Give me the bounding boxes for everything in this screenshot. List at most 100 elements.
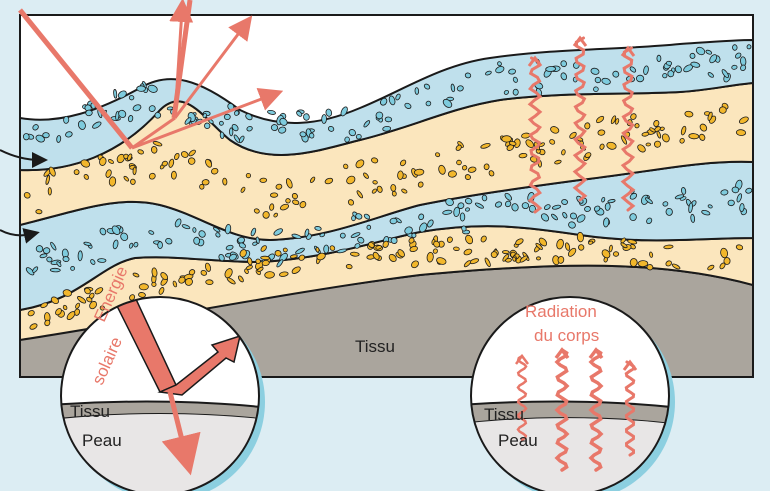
fiber-particle [724,257,730,264]
fiber-particle [667,70,674,77]
fiber-particle [246,173,250,177]
fiber-particle [747,44,752,49]
fiber-particle [732,45,737,51]
fiber-particle [448,170,457,177]
fiber-particle [264,271,274,278]
fiber-particle [561,199,568,205]
fiber-particle [630,258,637,266]
fiber-particle [56,135,61,142]
fiber-particle [397,171,403,180]
fiber-particle [194,237,200,244]
fiber-particle [78,251,83,261]
fiber-particle [36,209,43,214]
fiber-particle [584,122,590,129]
fiber-particle [502,250,509,254]
fiber-particle [74,170,79,175]
fiber-particle [63,116,69,123]
fiber-particle [731,65,737,70]
fiber-particle [390,184,396,191]
fiber-particle [630,213,637,220]
fiber-particle [367,225,371,229]
radiation-label: Radiation [525,302,597,321]
fiber-particle [382,126,390,132]
fiber-particle [158,242,163,249]
fiber-particle [598,129,606,135]
fiber-particle [151,146,157,154]
fiber-particle [269,204,274,211]
fiber-particle [605,203,611,211]
fiber-particle [63,256,70,262]
fiber-particle [739,203,744,212]
body-label: du corps [534,326,599,345]
fiber-particle [219,121,224,126]
fiber-particle [352,216,356,221]
fiber-particle [50,268,60,272]
fiber-particle [222,178,227,185]
inset-right-tissue-label: Tissu [484,405,524,424]
fiber-particle [270,193,278,198]
fiber-particle [412,233,416,237]
fiber-particle [484,164,489,170]
fiber-particle [593,86,599,91]
fiber-particle [732,186,740,193]
fiber-particle [155,112,161,118]
fiber-particle [456,160,461,165]
fiber-particle [171,171,176,179]
fiber-particle [666,61,672,66]
fiber-particle [736,129,746,135]
fiber-particle [260,178,267,183]
fiber-particle [43,247,51,254]
fiber-particle [636,75,644,82]
fiber-particle [262,260,270,266]
fiber-particle [199,184,204,190]
fiber-particle [414,169,424,176]
fiber-particle [536,257,540,260]
fiber-particle [85,110,92,116]
fiber-particle [662,73,667,78]
fiber-particle [229,128,233,136]
fiber-particle [613,252,618,257]
fiber-particle [303,113,310,121]
fiber-particle [728,200,735,206]
fiber-particle [322,114,327,123]
fiber-particle [657,55,661,61]
fiber-particle [139,284,148,290]
fiber-particle [460,213,465,221]
fiber-particle [43,132,50,138]
fiber-particle [48,187,51,195]
fiber-particle [689,133,699,139]
fiber-particle [546,66,556,72]
fiber-particle [192,227,196,232]
fiber-particle [133,167,137,175]
tissue-label: Tissu [355,337,395,356]
fiber-particle [392,191,397,197]
fiber-particle [584,206,591,212]
fiber-particle [220,132,224,139]
fiber-particle [385,117,392,122]
inset-right-skin-label: Peau [498,431,538,450]
fiber-particle [340,233,346,239]
fiber-particle [654,141,661,148]
fiber-particle [665,208,672,216]
fiber-particle [719,107,726,114]
fiber-particle [513,89,519,95]
fiber-particle [512,257,516,262]
fiber-particle [98,258,107,262]
fiber-particle [646,143,651,146]
fiber-particle [344,137,349,143]
fiber-particle [23,133,29,140]
fiber-particle [482,195,488,202]
inset-left-skin-label: Peau [82,431,122,450]
fiber-particle [224,114,230,120]
fiber-particle [453,247,459,251]
inset-left-tissue-label: Tissu [70,402,110,421]
fiber-particle [130,179,135,185]
fiber-particle [263,212,269,219]
fiber-particle [206,280,214,285]
fiber-particle [324,245,329,253]
fiber-particle [638,260,648,266]
fiber-particle [502,136,512,142]
fiber-particle [415,87,419,94]
fiber-particle [522,202,529,208]
